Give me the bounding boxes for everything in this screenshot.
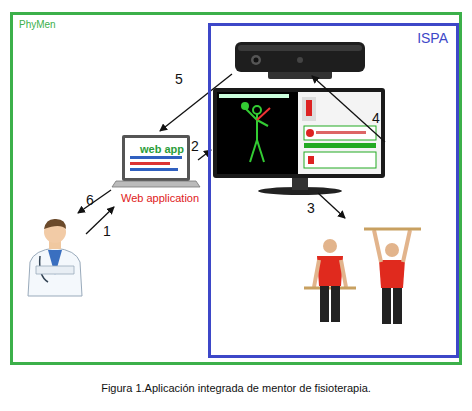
node-text: Web application: [121, 192, 199, 205]
callout-number: 5: [175, 72, 183, 86]
figure-caption: Figura 1.Aplicación integrada de mentor …: [0, 382, 472, 394]
node-text: PhyMen: [19, 19, 56, 31]
kinect-sensor: [235, 42, 365, 79]
patient-figures: [304, 229, 421, 324]
monitor: [213, 88, 385, 195]
module-frame: ISPA: [208, 23, 459, 358]
flow-arrows: [78, 74, 385, 234]
callout-number: 6: [86, 193, 94, 207]
system-frame: PhyMenISPAweb appWeb application: [10, 12, 462, 365]
laptop: [112, 135, 200, 187]
node-text: ISPA: [417, 30, 448, 46]
callout-number: 3: [307, 201, 315, 215]
callout-number: 4: [372, 111, 380, 125]
callout-number: 1: [103, 224, 111, 238]
doctor-figure: [28, 219, 82, 296]
callout-number: 2: [191, 139, 199, 153]
